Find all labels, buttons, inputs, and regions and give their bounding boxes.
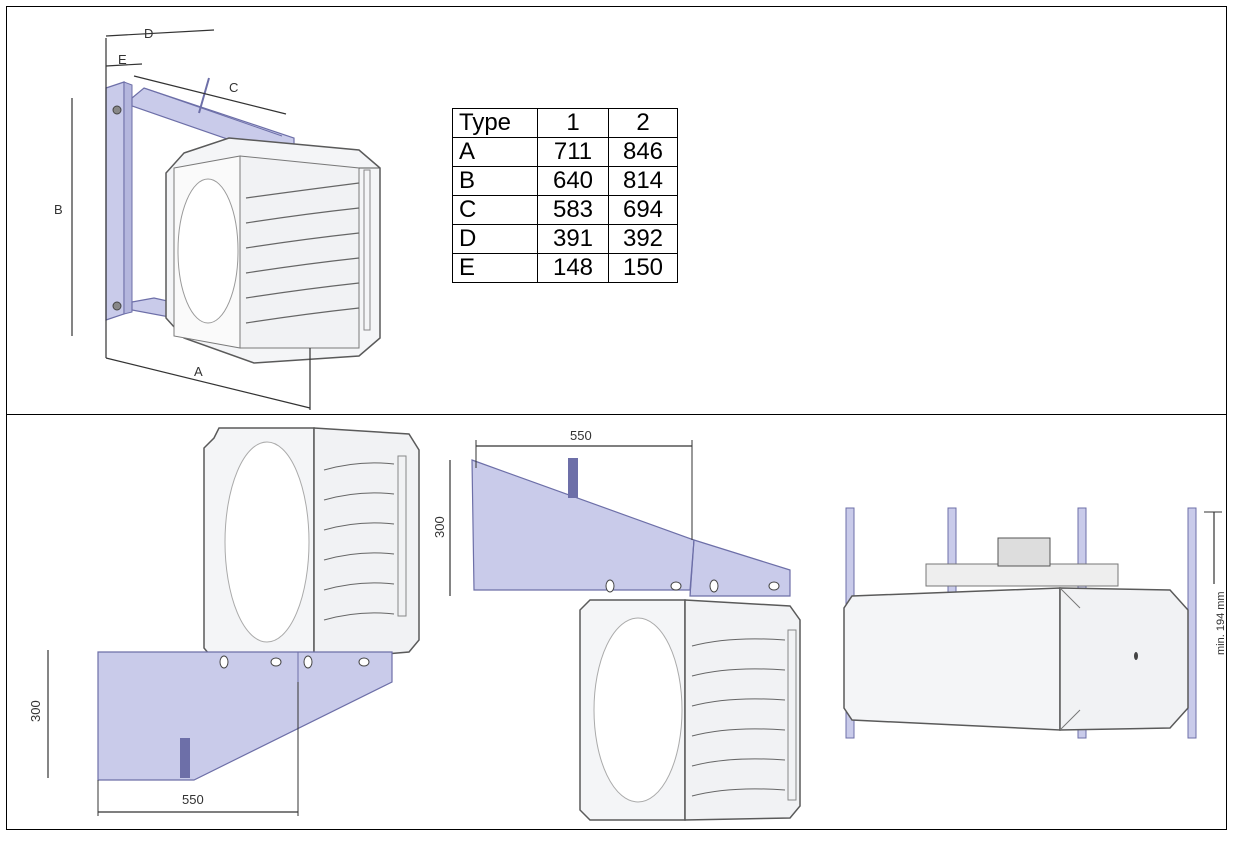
heater-unit-front bbox=[579, 599, 801, 821]
table-cell: 814 bbox=[608, 166, 678, 196]
table-cell: 392 bbox=[608, 224, 678, 254]
table-cell: E bbox=[452, 253, 538, 283]
label-c: C bbox=[229, 80, 238, 95]
label-e: E bbox=[118, 52, 127, 67]
ceiling-height-label: 300 bbox=[432, 516, 447, 538]
isometric-view: D E C B A bbox=[54, 26, 381, 410]
table-cell: 711 bbox=[537, 137, 609, 167]
wall-height-label: 300 bbox=[28, 700, 43, 722]
heater-unit-side bbox=[203, 427, 420, 661]
ceiling-width-label: 550 bbox=[570, 428, 592, 443]
ceiling-mount-view: 550 300 bbox=[432, 428, 801, 821]
table-cell: 694 bbox=[608, 195, 678, 225]
wall-width-label: 550 bbox=[182, 792, 204, 807]
table-cell: 150 bbox=[608, 253, 678, 283]
clearance-label: min. 194 mm bbox=[1215, 591, 1227, 655]
divider-line bbox=[6, 414, 1227, 415]
table-cell: 583 bbox=[537, 195, 609, 225]
table-cell: A bbox=[452, 137, 538, 167]
heater-unit bbox=[165, 137, 381, 364]
bottom-border bbox=[6, 829, 1227, 830]
table-cell: B bbox=[452, 166, 538, 196]
side-mount-view: min. 194 mm bbox=[843, 507, 1227, 739]
wall-bracket bbox=[105, 81, 125, 321]
dimension-lines bbox=[71, 29, 311, 410]
table-cell: 391 bbox=[537, 224, 609, 254]
table-cell: D bbox=[452, 224, 538, 254]
heater-unit-top bbox=[843, 587, 1189, 731]
table-cell: 148 bbox=[537, 253, 609, 283]
label-b: B bbox=[54, 202, 63, 217]
table-cell: 640 bbox=[537, 166, 609, 196]
top-fan-unit bbox=[925, 563, 1119, 587]
ceiling-bracket bbox=[471, 459, 695, 591]
table-header-cell: 1 bbox=[537, 108, 609, 138]
label-a: A bbox=[194, 364, 203, 379]
label-d: D bbox=[144, 26, 153, 41]
table-cell: C bbox=[452, 195, 538, 225]
table-header-cell: 2 bbox=[608, 108, 678, 138]
wall-bracket-lower bbox=[97, 651, 393, 781]
wall-mount-view: 300 550 bbox=[28, 427, 420, 816]
table-header-cell: Type bbox=[452, 108, 538, 138]
table-cell: 846 bbox=[608, 137, 678, 167]
